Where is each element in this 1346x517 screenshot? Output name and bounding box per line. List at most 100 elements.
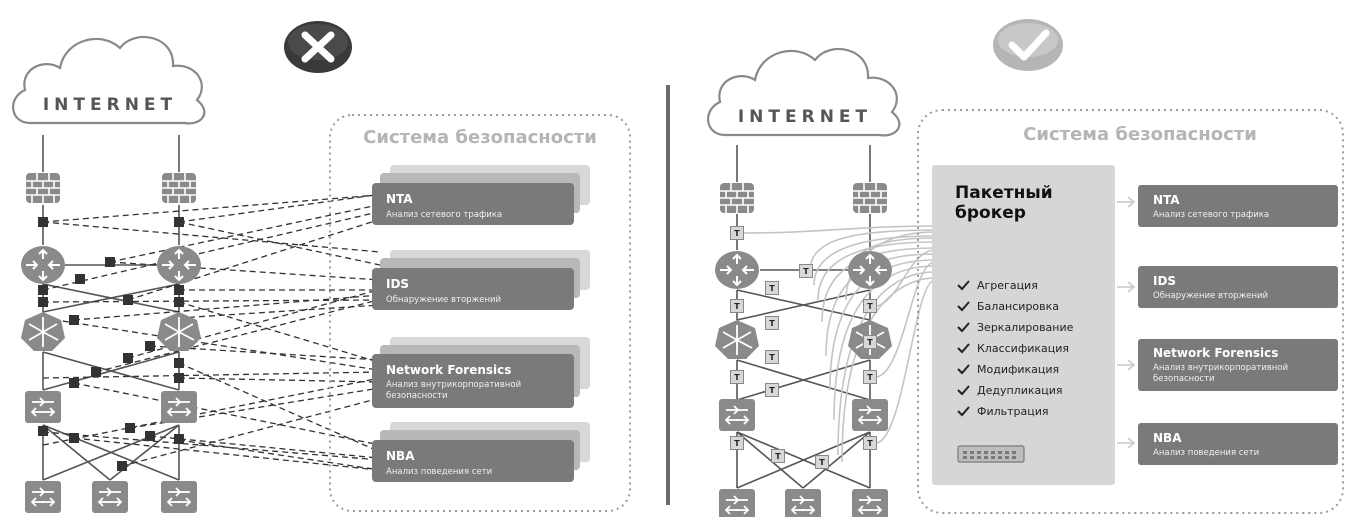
right-panel: INTERNET [706,19,1344,517]
checkmark-icon [957,406,970,417]
switch-icon [851,488,889,517]
cloud-label: INTERNET [43,95,177,115]
broker-feature-list: АгрегацияБалансировкаЗеркалированиеКласс… [957,279,1074,418]
security-system-frame [917,109,1344,514]
cloud-label: INTERNET [738,107,872,127]
broker-title: Пакетный [955,183,1053,203]
broker-device-icon [957,445,1025,463]
card-title: IDS [1153,274,1176,288]
checkmark-icon [957,385,970,396]
tap-box: T [765,316,779,330]
card-title: Network Forensics [1153,346,1278,360]
core-switch-icon [20,311,66,352]
firewall-icon [25,172,61,204]
card-subtitle: Обнаружение вторжений [386,295,501,305]
tap-box: T [730,299,744,313]
card-title: Network Forensics [386,363,511,377]
card-title: NTA [386,192,413,206]
card-subtitle: безопасности [1153,374,1215,384]
core-switch-icon [714,319,760,360]
checkmark-icon [957,280,970,291]
card-title: NBA [1153,431,1182,445]
tap-box: T [730,226,744,240]
tap-fibers [743,225,936,463]
router-icon [20,245,66,285]
tap-box: T [771,449,785,463]
wrong-panel: INTERNET [11,21,631,514]
tap-label: T [734,373,740,382]
tap-label: T [867,302,873,311]
switch-icon [784,488,822,517]
card-subtitle: Анализ поведения сети [1153,448,1259,458]
tap-label: T [819,458,825,467]
switch-icon [24,480,62,514]
tap-label: T [769,284,775,293]
checkmark-icon [957,364,970,375]
span-ports [38,217,184,471]
switch-icon [851,398,889,432]
security-card-nta: NTA Анализ сетевого трафика [372,165,590,225]
card-subtitle: Анализ внутрикорпоративной [1153,363,1288,373]
tap-box: T [765,383,779,397]
checkmark-icon [957,322,970,333]
switch-icon [91,480,129,514]
broker-title: брокер [955,203,1026,223]
broker-feature: Классификация [977,342,1069,355]
security-card-forensics: Network Forensics Анализ внутрикорпорати… [372,337,590,408]
tap-label: T [734,439,740,448]
router-icon [156,245,202,285]
firewall-icon [719,182,755,214]
firewall-icon [852,182,888,214]
security-card-ids: IDS Обнаружение вторжений [1138,266,1338,308]
tap-box: T [863,299,877,313]
card-subtitle: Анализ сетевого трафика [1153,210,1269,220]
wired-links [42,135,180,481]
broker-arrows [1117,196,1136,449]
tap-label: T [775,452,781,461]
broker-feature: Модификация [977,363,1059,376]
tap-box: T [730,370,744,384]
security-title: Система безопасности [363,127,597,148]
tap-label: T [769,386,775,395]
card-subtitle: Анализ внутрикорпоративной [386,380,521,390]
card-subtitle: безопасности [386,391,448,401]
broker-feature: Зеркалирование [977,321,1074,334]
tap-label: T [867,373,873,382]
tap-label: T [803,267,809,276]
security-card-ids: IDS Обнаружение вторжений [372,250,590,310]
wired-links [736,145,871,489]
security-system-frame [329,114,631,512]
broker-feature: Фильтрация [977,405,1049,418]
check-icon [993,19,1063,71]
tap-box: T [863,335,877,349]
switch-icon [718,398,756,432]
security-card-nba: NBA Анализ поведения сети [372,422,590,482]
packet-broker-box [932,165,1115,485]
card-title: NTA [1153,193,1180,207]
switch-icon [160,480,198,514]
tap-label: T [734,229,740,238]
switch-icon [718,488,756,517]
tap-label: T [734,302,740,311]
tap-label: T [769,319,775,328]
broker-feature: Балансировка [977,300,1059,313]
card-subtitle: Анализ поведения сети [386,467,492,477]
security-card-nta: NTA Анализ сетевого трафика [1138,185,1338,227]
tap-label: T [769,353,775,362]
security-card-forensics: Network Forensics Анализ внутрикорпорати… [1138,339,1338,391]
security-card-nba: NBA Анализ поведения сети [1138,423,1338,465]
tap-label: T [867,338,873,347]
card-subtitle: Анализ сетевого трафика [386,210,502,220]
checkmark-icon [957,301,970,312]
broker-feature: Агрегация [977,279,1038,292]
tap-box: T [730,436,744,450]
switch-icon [160,390,198,424]
tap-box: T [799,264,813,278]
firewall-icon [161,172,197,204]
tap-label: T [867,439,873,448]
card-title: IDS [386,277,409,291]
checkmark-icon [957,343,970,354]
security-title: Система безопасности [1023,124,1257,145]
